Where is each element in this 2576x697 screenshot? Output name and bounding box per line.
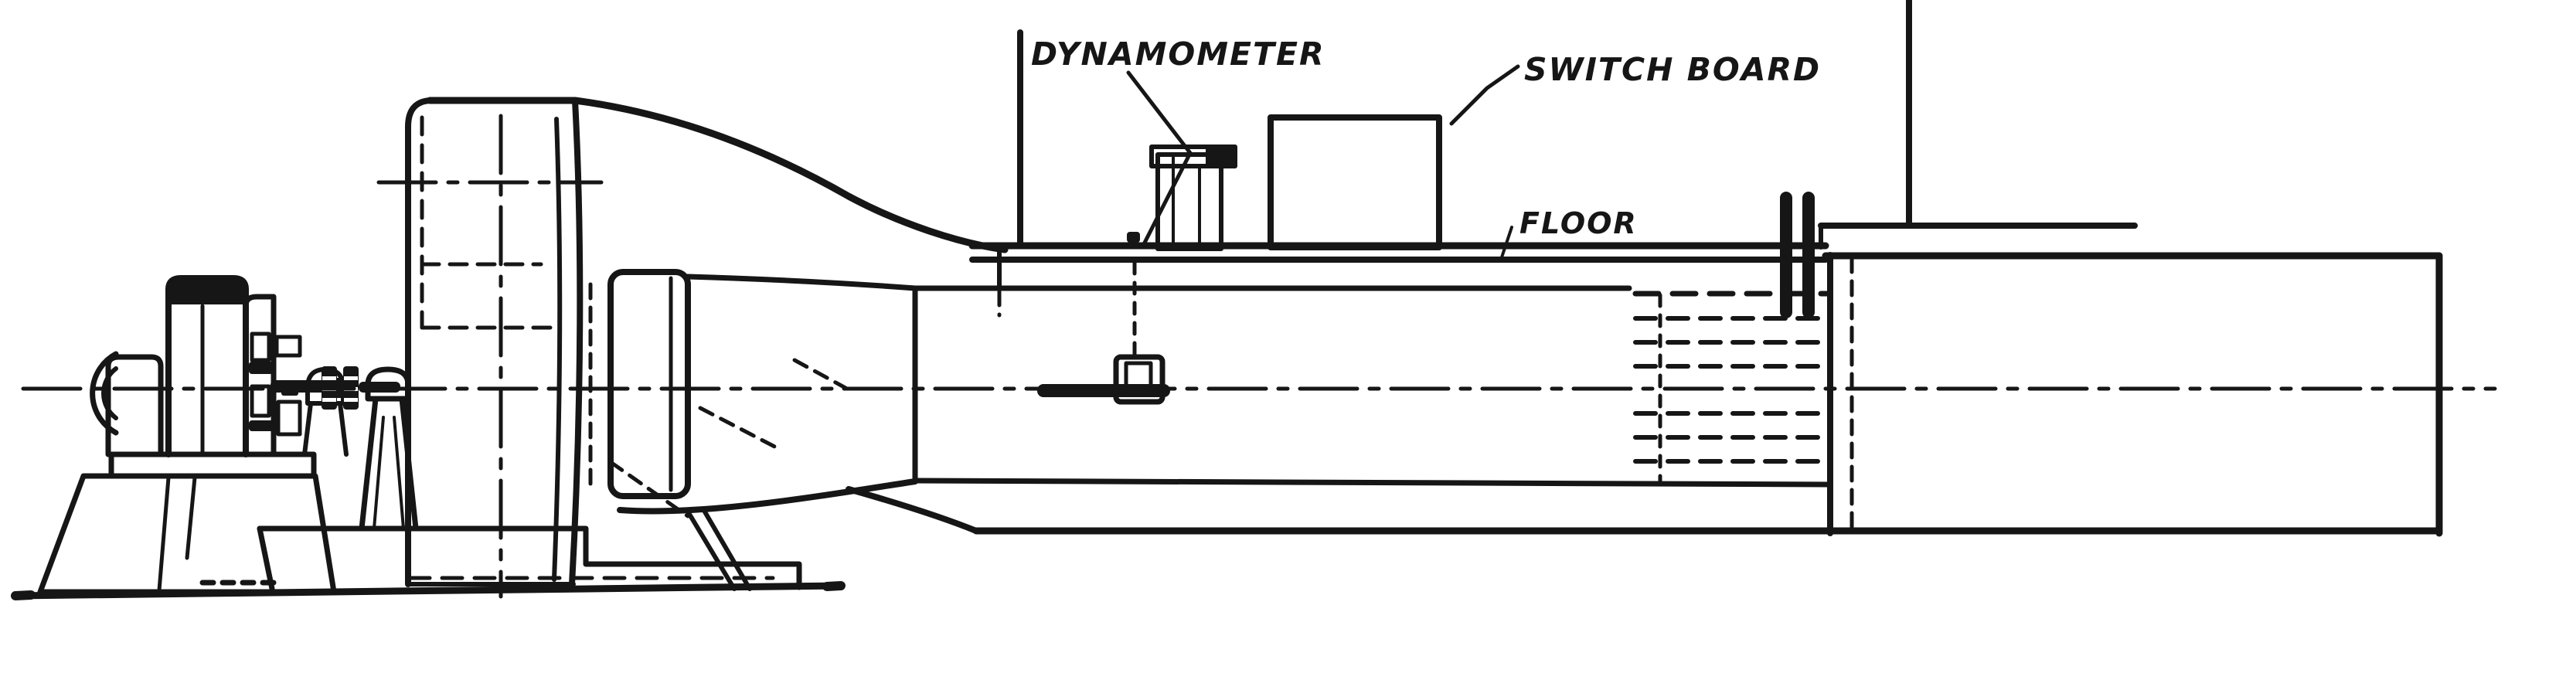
motor-bedplate xyxy=(108,451,317,479)
test-section-duct xyxy=(912,252,2443,537)
dynamometer-instrument xyxy=(1126,70,1237,251)
switch-board-cabinet xyxy=(1268,114,1442,250)
duct-bottom-inner xyxy=(912,478,1833,488)
motor-left-housing xyxy=(105,354,164,457)
cone-support-strut xyxy=(686,507,752,591)
fan-housing-front xyxy=(569,97,584,587)
dynamometer-vane xyxy=(1037,260,1170,405)
cone-top-inner xyxy=(685,274,918,291)
motor-top-cap xyxy=(168,275,246,304)
fan-outlet-frame xyxy=(607,269,691,499)
dynamometer-leader-line xyxy=(1126,70,1193,246)
cone-top-curve xyxy=(571,97,1009,253)
label-switch-board: SWITCH BOARD xyxy=(1524,51,1821,88)
label-floor: FLOOR xyxy=(1519,206,1638,240)
vane-body xyxy=(1113,354,1165,405)
cone-bottom-branch xyxy=(846,486,979,534)
vane-blade xyxy=(1037,384,1170,397)
motor-commutator-housing xyxy=(243,294,277,457)
fan-housing xyxy=(376,97,604,599)
switch-board-leader-line xyxy=(1449,64,1520,126)
rod-floor-collar xyxy=(1127,232,1140,243)
annotations: DYNAMOMETER SWITCH BOARD FLOOR xyxy=(1031,36,1821,240)
cone-bottom xyxy=(617,478,918,515)
motor-frame xyxy=(165,275,249,457)
honeycomb-straightener xyxy=(1633,293,1829,487)
motor-pedestal xyxy=(37,451,337,595)
label-dynamometer: DYNAMOMETER xyxy=(1031,36,1325,73)
motor-shaft xyxy=(271,380,326,393)
fan-housing-front-inner xyxy=(552,117,563,582)
fan-housing-left xyxy=(405,97,433,587)
fan-housing-hidden-inlet xyxy=(420,115,556,330)
transition-cone xyxy=(571,97,1009,591)
floor-leader-line xyxy=(1499,226,1513,261)
fan-base-slab xyxy=(257,525,802,592)
cone-hidden-lines xyxy=(588,282,848,518)
flange-bars xyxy=(1780,192,1815,318)
electric-motor xyxy=(90,275,349,457)
switch-board-box xyxy=(1268,64,1520,250)
